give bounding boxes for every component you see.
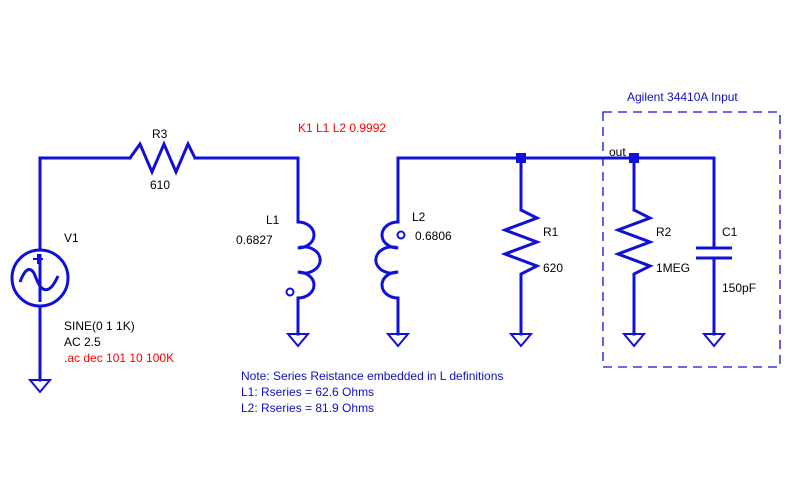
net-label-out: out bbox=[609, 145, 626, 159]
ground-icon-r1 bbox=[508, 333, 534, 348]
c1-value: 150pF bbox=[722, 281, 756, 295]
ground-icon-l2 bbox=[385, 333, 411, 348]
r2-resistor-symbol bbox=[613, 208, 655, 280]
r2-value: 1MEG bbox=[656, 261, 690, 275]
junction-node-r1 bbox=[516, 153, 526, 163]
l2-name: L2 bbox=[412, 210, 426, 224]
r1-resistor-symbol bbox=[500, 208, 542, 280]
r3-resistor-symbol bbox=[128, 140, 197, 176]
wire-v1-to-r3 bbox=[38, 156, 132, 250]
ground-icon-v1 bbox=[27, 379, 53, 394]
r2-name: R2 bbox=[656, 225, 672, 239]
c1-capacitor-symbol bbox=[696, 246, 732, 260]
c1-name: C1 bbox=[722, 225, 738, 239]
v1-ac: AC 2.5 bbox=[64, 335, 101, 349]
v1-source-symbol bbox=[10, 246, 70, 308]
note-line-3: L2: Rseries = 81.9 Ohms bbox=[241, 401, 374, 415]
meter-input-box bbox=[602, 111, 781, 368]
ground-icon-c1 bbox=[701, 333, 727, 348]
ground-icon-l1 bbox=[285, 333, 311, 348]
wires bbox=[38, 156, 716, 382]
note-line-1: Note: Series Reistance embedded in L def… bbox=[241, 369, 503, 383]
meter-box-title: Agilent 34410A Input bbox=[627, 90, 738, 104]
r1-name: R1 bbox=[543, 225, 559, 239]
l1-value: 0.6827 bbox=[236, 233, 273, 247]
v1-name: V1 bbox=[64, 231, 79, 245]
l2-inductor-symbol bbox=[374, 220, 406, 300]
l1-name: L1 bbox=[266, 213, 280, 227]
r3-name: R3 bbox=[152, 127, 168, 141]
l2-value: 0.6806 bbox=[415, 229, 452, 243]
note-line-2: L1: Rseries = 62.6 Ohms bbox=[241, 385, 374, 399]
l1-inductor-symbol bbox=[285, 220, 322, 300]
r1-value: 620 bbox=[543, 261, 563, 275]
junction-node-out bbox=[629, 153, 639, 163]
ac-directive: .ac dec 101 10 100K bbox=[64, 351, 174, 365]
r3-value: 610 bbox=[150, 178, 170, 192]
coupling-directive: K1 L1 L2 0.9992 bbox=[298, 121, 386, 135]
wire-r3-to-l1 bbox=[193, 156, 300, 224]
wire-top-right bbox=[396, 156, 716, 224]
v1-value: SINE(0 1 1K) bbox=[64, 319, 135, 333]
ground-icon-r2 bbox=[621, 333, 647, 348]
